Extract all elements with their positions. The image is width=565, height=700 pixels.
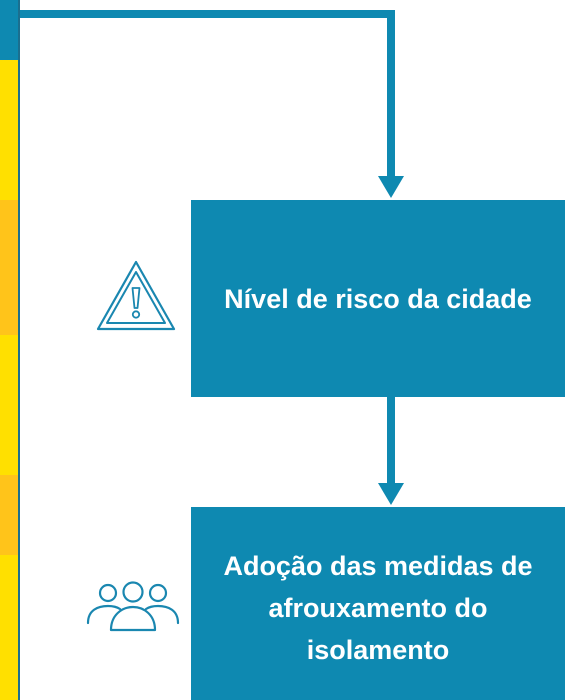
warning-triangle-icon bbox=[96, 260, 176, 331]
step-box-loosening-measures-label: Adoção das medidas de afrouxamento do is… bbox=[223, 550, 533, 665]
top-connector-line bbox=[20, 10, 395, 180]
strip-yellow-1 bbox=[0, 60, 18, 200]
step-box-risk-level: Nível de risco da cidade bbox=[191, 200, 565, 397]
arrowhead-to-step2 bbox=[378, 483, 404, 505]
arrowhead-to-step1 bbox=[378, 176, 404, 198]
strip-edge-line bbox=[18, 0, 20, 700]
strip-yellow-2 bbox=[0, 335, 18, 475]
strip-orange-2 bbox=[0, 475, 18, 555]
left-color-strip bbox=[0, 0, 20, 700]
step-box-loosening-measures: Adoção das medidas de afrouxamento do is… bbox=[191, 507, 565, 700]
strip-orange-1 bbox=[0, 200, 18, 335]
strip-yellow-3 bbox=[0, 555, 18, 700]
people-group-icon bbox=[86, 581, 180, 632]
strip-blue-top bbox=[0, 0, 18, 60]
step-box-risk-level-label: Nível de risco da cidade bbox=[224, 283, 532, 314]
